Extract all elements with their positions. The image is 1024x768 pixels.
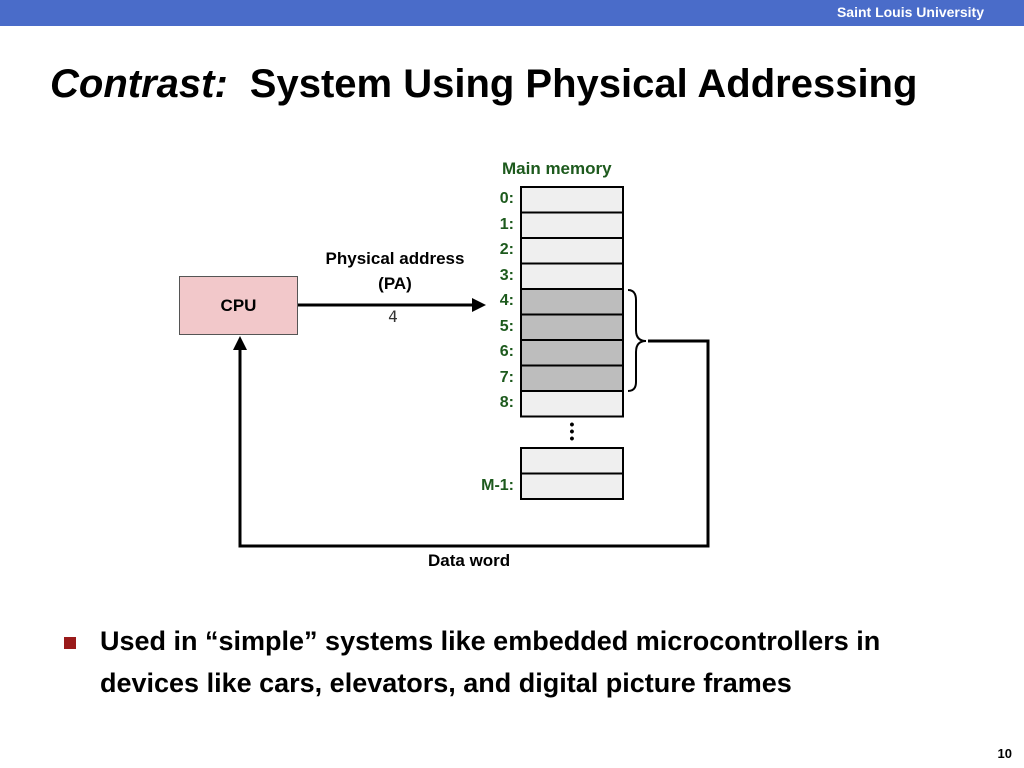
pa-arrowhead — [472, 298, 486, 312]
pa-label-line1: Physical address — [325, 249, 465, 268]
data-word-label: Data word — [428, 551, 511, 570]
memory-cell — [520, 364, 624, 392]
memory-cell — [520, 211, 624, 239]
ellipsis: • • • — [569, 416, 575, 446]
page-number: 10 — [997, 746, 1012, 761]
title-main: System Using Physical Addressing — [249, 62, 918, 106]
pa-label-line2: (PA) — [378, 274, 412, 293]
memory-cells — [520, 186, 624, 500]
memory-cell — [520, 339, 624, 367]
address-label: 8: — [499, 394, 514, 411]
cpu-box: CPU — [179, 276, 298, 335]
bullet-marker — [64, 637, 76, 649]
memory-cell — [520, 186, 624, 214]
memory-cell — [520, 447, 624, 475]
cpu-label: CPU — [220, 295, 257, 315]
address-label: 6: — [499, 343, 514, 360]
memory-cell — [520, 288, 624, 316]
address-label: M-1: — [481, 476, 514, 494]
memory-cell — [520, 237, 624, 265]
memory-cell — [520, 390, 624, 418]
address-label: 2: — [499, 241, 514, 258]
slide-title: Contrast: System Using Physical Addressin… — [50, 62, 917, 107]
address-label: 4: — [499, 292, 514, 309]
memory-cell — [520, 262, 624, 290]
bullet-text: Used in “simple” systems like embedded m… — [100, 626, 881, 698]
address-label: 3: — [499, 266, 514, 284]
address-label: 7: — [499, 368, 514, 386]
data-word-arrowhead — [233, 336, 247, 350]
pa-value: 4 — [388, 307, 398, 326]
memory-cell — [520, 472, 624, 500]
title-contrast: Contrast: — [50, 62, 228, 106]
address-label: 5: — [499, 317, 514, 335]
memory-cell — [520, 313, 624, 341]
university-name: Saint Louis University — [836, 4, 984, 20]
physical-address-label: Physical address (PA) — [305, 246, 485, 296]
data-word-line — [238, 339, 710, 548]
address-label: 1: — [499, 215, 514, 233]
main-memory-label: Main memory — [502, 159, 612, 178]
header-bar: Saint Louis University — [0, 0, 1024, 26]
curly-brace — [627, 289, 647, 392]
address-label: 0: — [499, 190, 514, 207]
